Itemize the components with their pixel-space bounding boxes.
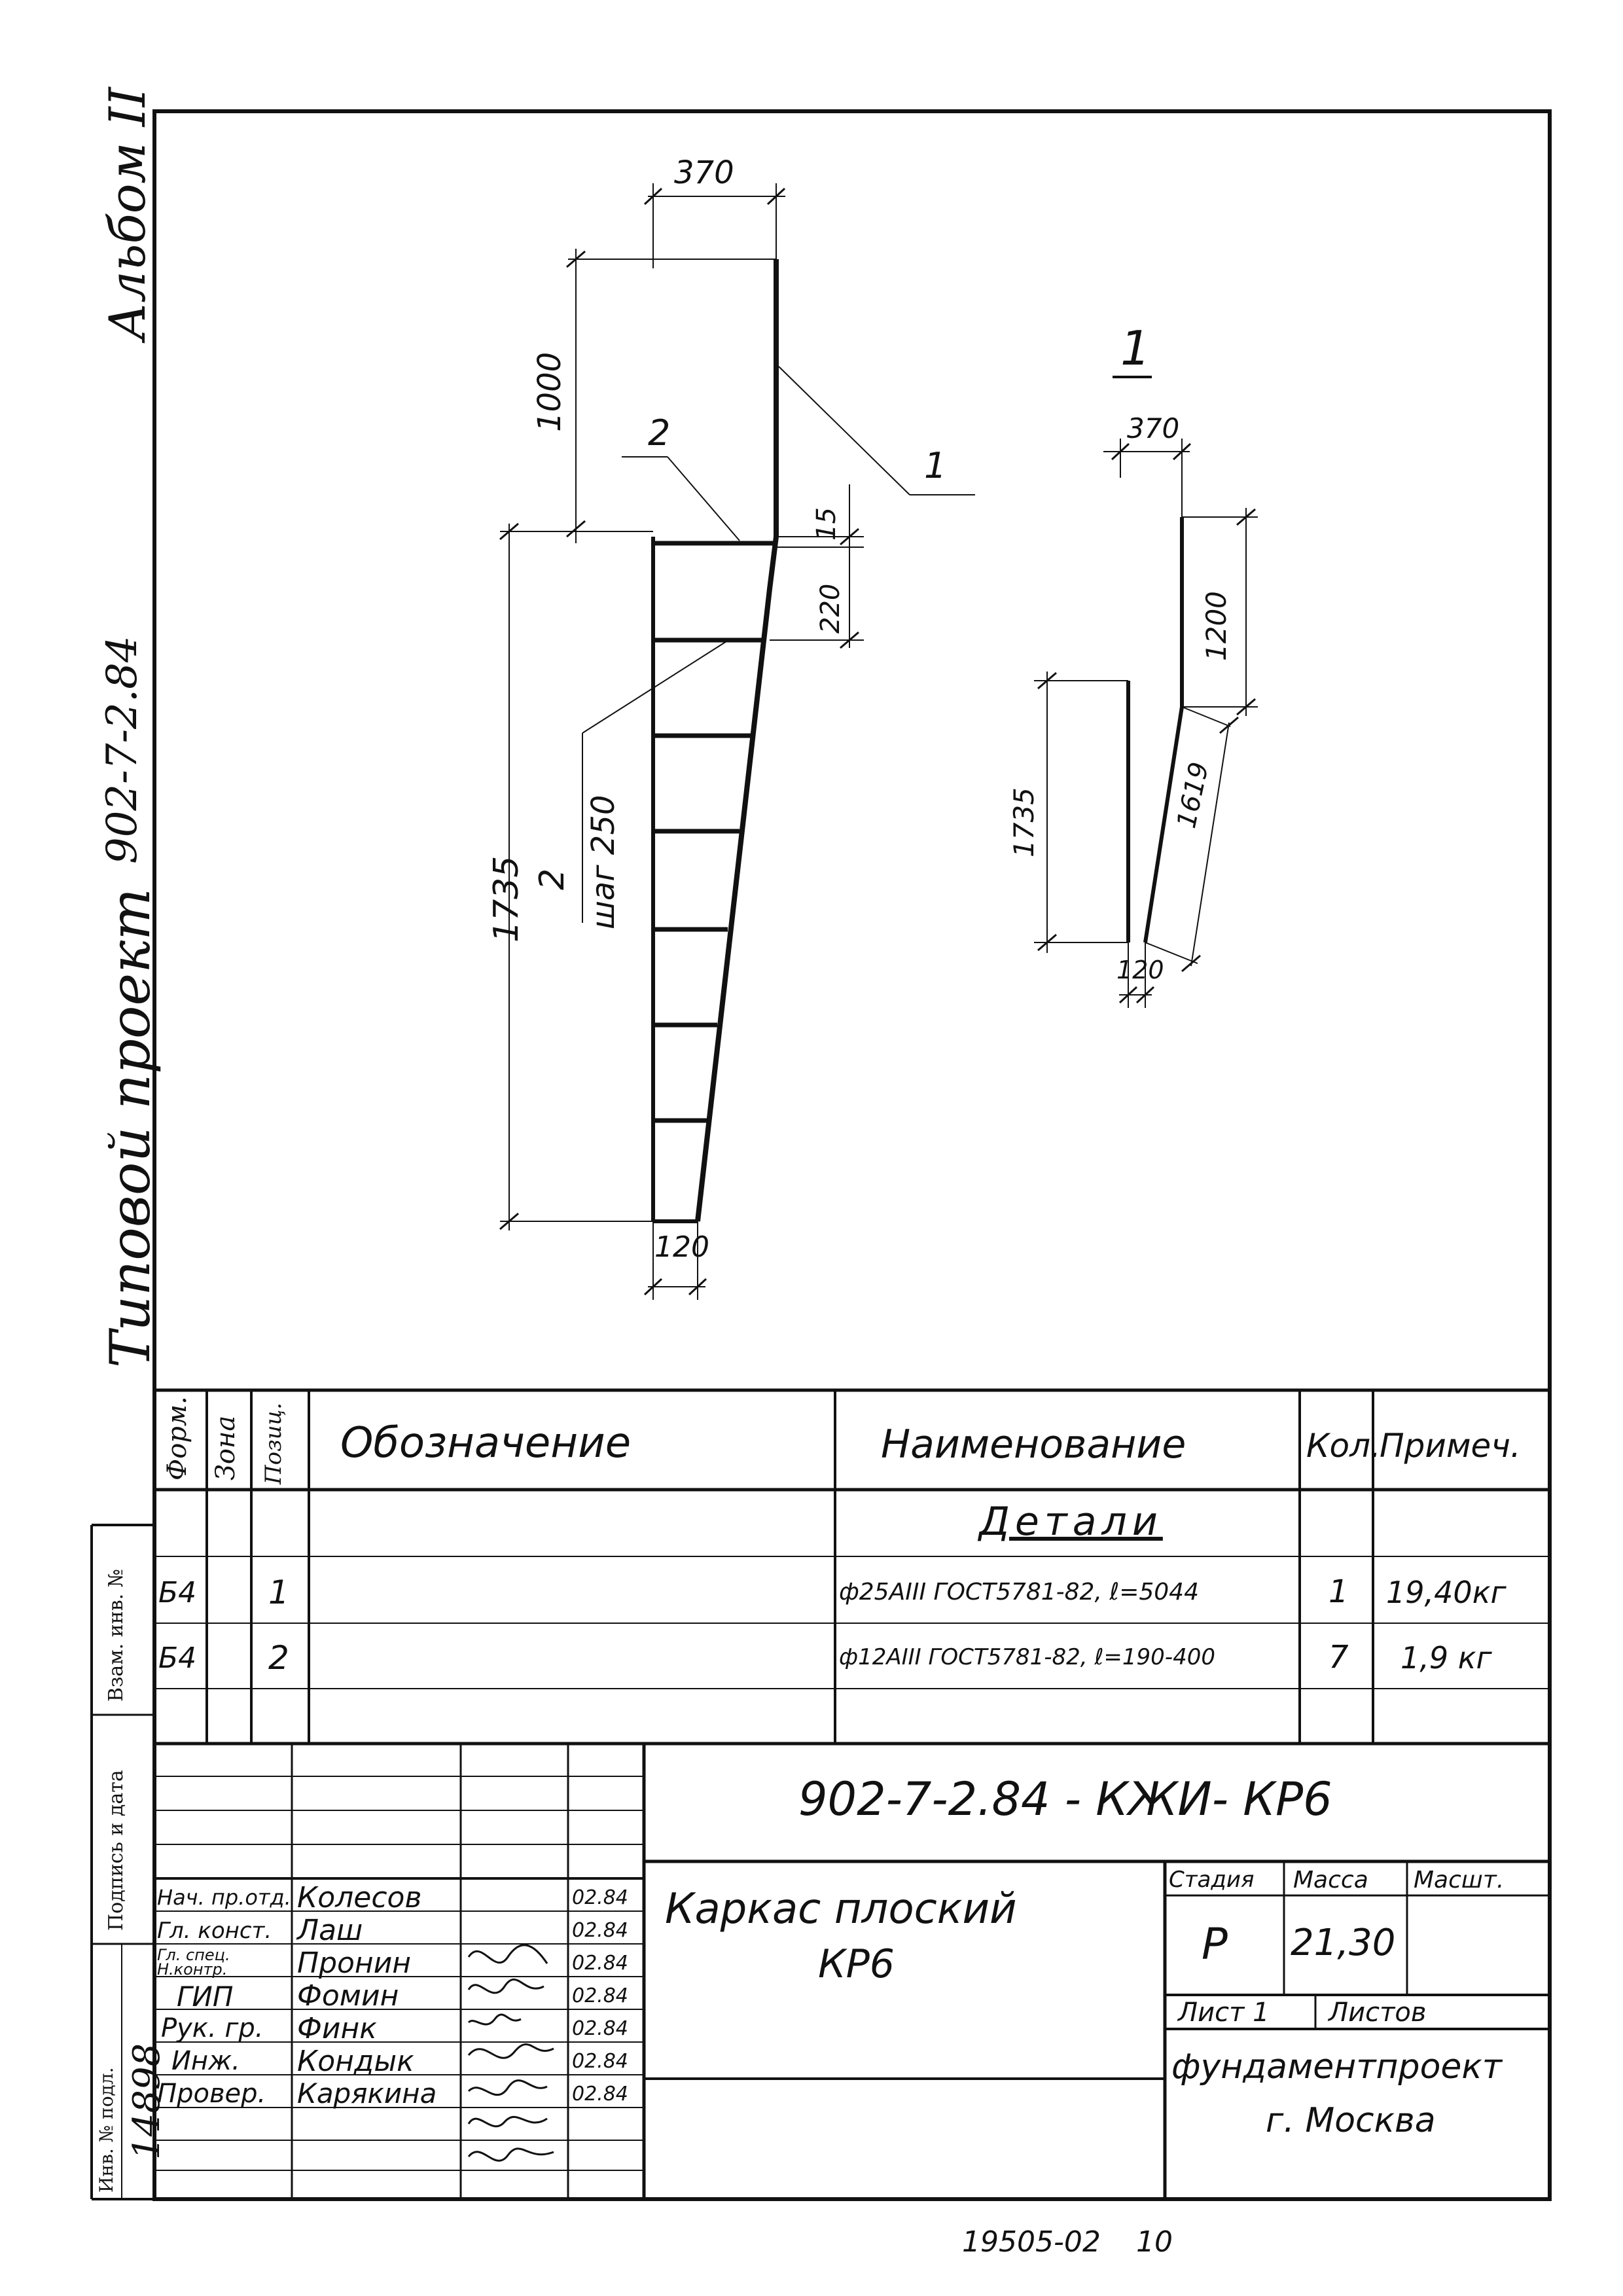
date-7: 02.84 (572, 2083, 628, 2106)
stage-label: Стадия (1169, 1867, 1255, 1893)
signature-date-label: Подпись и дата (105, 1770, 128, 1931)
scale-label: Масшт. (1414, 1867, 1505, 1893)
header-zone: Зона (211, 1415, 241, 1480)
date-1: 02.84 (572, 1886, 628, 1909)
detail-dim-1200: 1200 (1200, 591, 1232, 661)
date-6: 02.84 (572, 2050, 628, 2073)
inventory-number: 14898 (126, 2043, 168, 2160)
mass-label: Масса (1293, 1867, 1368, 1893)
document-title-line2: КР6 (818, 1941, 895, 1987)
row-2-pos: 2 (268, 1639, 289, 1677)
header-position: Позиц. (260, 1402, 287, 1484)
row-1-note: 19,40кг (1386, 1575, 1507, 1610)
date-5: 02.84 (572, 2017, 628, 2040)
header-format: Форм. (162, 1396, 192, 1480)
date-4: 02.84 (572, 1984, 628, 2007)
project-type: Типовой проект (98, 888, 162, 1368)
date-3: 02.84 (572, 1952, 628, 1975)
detail-title: 1 (1120, 321, 1150, 376)
label-position-2-step-num: 2 (533, 868, 572, 890)
person-4: Фомин (297, 1979, 399, 2013)
document-title-line1: Каркас плоский (665, 1885, 1017, 1933)
sheet-count: Листов (1329, 1998, 1427, 2028)
row-1-qty: 1 (1329, 1573, 1349, 1610)
main-dim-15: 15 (812, 507, 842, 541)
role-4: ГИП (177, 1981, 234, 2013)
header-name: Наименование (881, 1422, 1186, 1467)
role-3: Гл. спец. Н.контр. (157, 1946, 230, 1979)
main-dim-lower: 1735 (487, 855, 526, 942)
row-2-format: Б4 (158, 1641, 197, 1675)
inventory-label: Инв. № подл. (96, 2067, 117, 2193)
role-2: Гл. конст. (157, 1918, 272, 1944)
role-6: Инж. (171, 2046, 240, 2076)
role-7: Провер. (157, 2079, 266, 2109)
main-dim-220: 220 (815, 583, 846, 634)
header-qty: Кол. (1306, 1427, 1381, 1465)
role-5: Рук. гр. (161, 2013, 264, 2043)
footer-code: 19505-02 (962, 2225, 1101, 2259)
label-position-1: 1 (924, 445, 947, 486)
project-code: 902-7-2.84 (98, 636, 147, 864)
signature-marks (467, 1944, 554, 2162)
role-1: Нач. пр.отд. (157, 1885, 291, 1910)
person-5: Финк (297, 2012, 377, 2045)
detail-dim-1735: 1735 (1008, 787, 1040, 857)
main-dim-top: 370 (674, 154, 734, 191)
row-1-pos: 1 (268, 1573, 289, 1611)
header-note: Примеч. (1380, 1427, 1521, 1465)
row-2-name: ф12АIII ГОСТ5781-82, ℓ=190-400 (839, 1644, 1215, 1670)
main-dim-bottom: 120 (654, 1230, 709, 1264)
album-label: Альбом II (98, 87, 156, 340)
detail-dim-top: 370 (1127, 412, 1180, 444)
label-position-2: 2 (648, 412, 671, 454)
replacement-inventory-label: Взам. инв. № (105, 1568, 128, 1702)
footer-page: 10 (1136, 2225, 1173, 2259)
header-designation: Обозначение (340, 1419, 632, 1467)
mass-value: 21,30 (1291, 1922, 1396, 1964)
person-3: Пронин (297, 1946, 412, 1980)
document-code: 902-7-2.84 - КЖИ- КР6 (798, 1772, 1332, 1826)
sheet-number: Лист 1 (1178, 1998, 1270, 2028)
person-2: Лаш (297, 1914, 363, 1947)
stage-value: Р (1202, 1919, 1228, 1969)
person-6: Кондык (297, 2045, 414, 2078)
row-2-note: 1,9 кг (1400, 1640, 1492, 1676)
section-title: Детали (979, 1499, 1163, 1545)
organization-city: г. Москва (1266, 2101, 1436, 2140)
organization-name: фундаментпроект (1171, 2047, 1503, 2087)
date-2: 02.84 (572, 1919, 628, 1942)
row-1-format: Б4 (158, 1576, 197, 1609)
main-dim-upper: 1000 (531, 351, 568, 432)
row-2-qty: 7 (1329, 1639, 1349, 1676)
label-position-2-step: шаг 250 (585, 795, 622, 929)
person-7: Карякина (297, 2077, 437, 2109)
detail-dim-bottom: 120 (1116, 956, 1164, 984)
row-1-name: ф25АIII ГОСТ5781-82, ℓ=5044 (839, 1579, 1199, 1605)
person-1: Колесов (297, 1881, 422, 1914)
